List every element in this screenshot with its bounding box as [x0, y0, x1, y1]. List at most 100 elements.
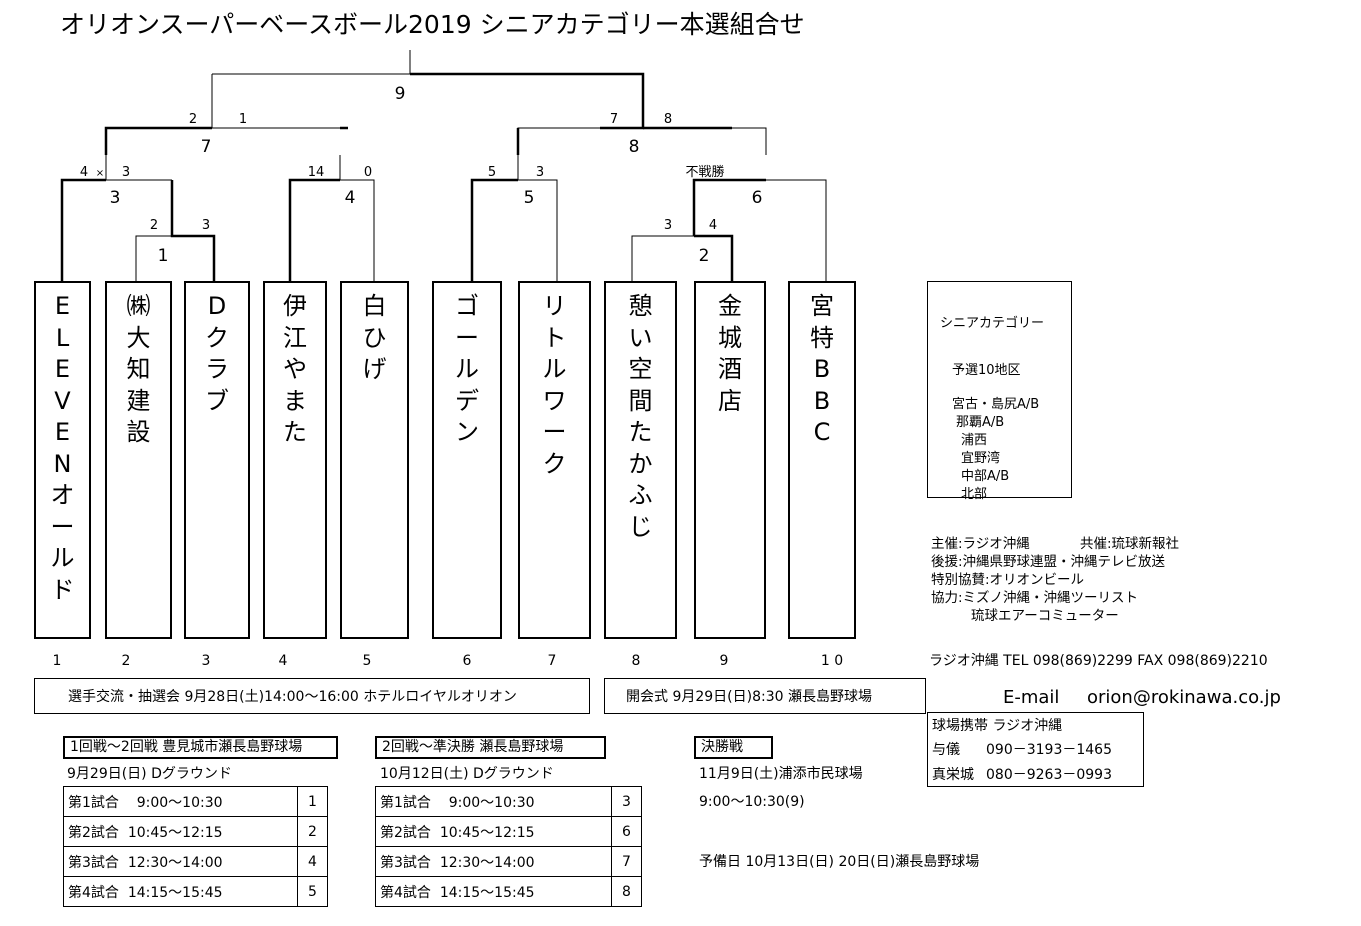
email-address[interactable]: orion@rokinawa.co.jp [1087, 687, 1281, 708]
team-name: 白ひげ [362, 292, 387, 383]
score: 2 [189, 112, 197, 127]
team-box-6: ゴールデン [432, 281, 502, 639]
sponsor-coop: 協力:ミズノ沖縄・沖縄ツーリスト [931, 590, 1139, 606]
seed-number: 9 [719, 653, 729, 669]
mobile-name: 与儀 [932, 742, 960, 758]
opening-event-text: 開会式 9月29日(日)8:30 瀬長島野球場 [626, 689, 872, 705]
seed-number: 1 0 [820, 653, 844, 669]
seed-number: 4 [278, 653, 288, 669]
team-name: ㈱大知建設 [126, 292, 151, 446]
match-name: 第4試合 14:15～15:45 [375, 876, 612, 907]
category-info-box: シニアカテゴリー 予選10地区 宮古・島尻A/B 那覇A/B 浦西 宜野湾 中部… [927, 281, 1072, 502]
team-box-8: 憩い空間たかふじ [604, 281, 677, 639]
match-name: 第1試合 9:00～10:30 [375, 786, 612, 817]
match-game-number: 1 [297, 786, 328, 817]
region-item: 北部 [961, 487, 988, 502]
mobile-title: 球場携帯 ラジオ沖縄 [932, 718, 1063, 734]
draw-event-box: 選手交流・抽選会 9月28日(土)14:00～16:00 ホテルロイヤルオリオン [34, 678, 590, 714]
game-number-6: 6 [752, 188, 763, 208]
final-title: 決勝戦 [694, 736, 773, 759]
sponsor-coop-2: 琉球エアーコミューター [971, 608, 1119, 624]
mobile-number: 090－3193－1465 [986, 742, 1112, 758]
region-item: 那覇A/B [956, 415, 1005, 430]
sponsor-support: 後援:沖縄県野球連盟・沖縄テレビ放送 [931, 554, 1166, 570]
final-venue: 11月9日(土)浦添市民球場 [699, 766, 863, 782]
match-name: 第1試合 9:00～10:30 [63, 786, 298, 817]
score: 0 [364, 165, 372, 180]
contact-phone: ラジオ沖縄 TEL 098(869)2299 FAX 098(869)2210 [929, 653, 1268, 669]
game-number-3: 3 [110, 188, 121, 208]
game-number-5: 5 [524, 188, 535, 208]
schedule-2-date: 10月12日(土) Dグラウンド [380, 766, 554, 782]
page-title: オリオンスーパーベースボール2019 シニアカテゴリー本選組合せ [60, 10, 805, 39]
score: 1 [239, 112, 247, 127]
region-item: 宜野湾 [961, 451, 1001, 466]
seed-number: 7 [547, 653, 557, 669]
game-number-9: 9 [395, 84, 406, 104]
reserve-day: 予備日 10月13日(日) 20日(日)瀬長島野球場 [699, 854, 980, 870]
team-name: 金城酒店 [718, 292, 742, 415]
score: 3 [202, 218, 210, 233]
final-time: 9:00～10:30(9) [699, 794, 805, 810]
prelim-label: 予選10地区 [952, 363, 1021, 378]
region-item: 中部A/B [961, 469, 1010, 484]
game-number-7: 7 [201, 137, 212, 157]
mobile-number: 080－9263－0993 [986, 767, 1112, 783]
team-box-7: リトルワーク [518, 281, 591, 639]
match-name: 第3試合 12:30～14:00 [63, 846, 298, 877]
seed-number: 6 [462, 653, 472, 669]
game-number-2: 2 [699, 246, 710, 266]
team-name: ゴールデン [455, 292, 479, 446]
score: 2 [150, 218, 158, 233]
match-name: 第3試合 12:30～14:00 [375, 846, 612, 877]
match-game-number: 4 [297, 846, 328, 877]
score: 4 [80, 165, 88, 180]
score: 8 [664, 112, 672, 127]
seed-number: 2 [121, 653, 131, 669]
team-name: リトルワーク [542, 292, 567, 478]
match-game-number: 5 [297, 876, 328, 907]
match-game-number: 7 [611, 846, 642, 877]
region-item: 浦西 [961, 433, 988, 448]
schedule-1-date: 9月29日(日) Dグラウンド [67, 766, 232, 782]
category-label: シニアカテゴリー [940, 316, 1045, 331]
walkover-note: 不戦勝 [685, 165, 724, 180]
game-number-1: 1 [158, 246, 169, 266]
team-name: 伊江やまた [283, 292, 307, 446]
match-name: 第2試合 10:45～12:15 [63, 816, 298, 847]
score: 3 [664, 218, 672, 233]
score: 14 [308, 165, 325, 180]
schedule-2-title: 2回戦～準決勝 瀬長島野球場 [375, 736, 606, 759]
sponsor-special: 特別協賛:オリオンビール [931, 572, 1085, 588]
sponsor-cohost: 共催:琉球新報社 [1080, 536, 1180, 552]
draw-event-text: 選手交流・抽選会 9月28日(土)14:00～16:00 ホテルロイヤルオリオン [68, 689, 517, 705]
score: 7 [610, 112, 618, 127]
team-box-9: 金城酒店 [694, 281, 766, 639]
seed-number: 1 [52, 653, 62, 669]
seed-number: 3 [201, 653, 211, 669]
score: 5 [488, 165, 496, 180]
score: 3 [122, 165, 130, 180]
seed-number: 5 [362, 653, 372, 669]
match-game-number: 3 [611, 786, 642, 817]
team-box-4: 伊江やまた [263, 281, 327, 639]
match-name: 第4試合 14:15～15:45 [63, 876, 298, 907]
game-number-8: 8 [629, 137, 640, 157]
team-name: 憩い空間たかふじ [628, 292, 653, 541]
match-game-number: 2 [297, 816, 328, 847]
sponsor-host: 主催:ラジオ沖縄 [931, 536, 1030, 552]
